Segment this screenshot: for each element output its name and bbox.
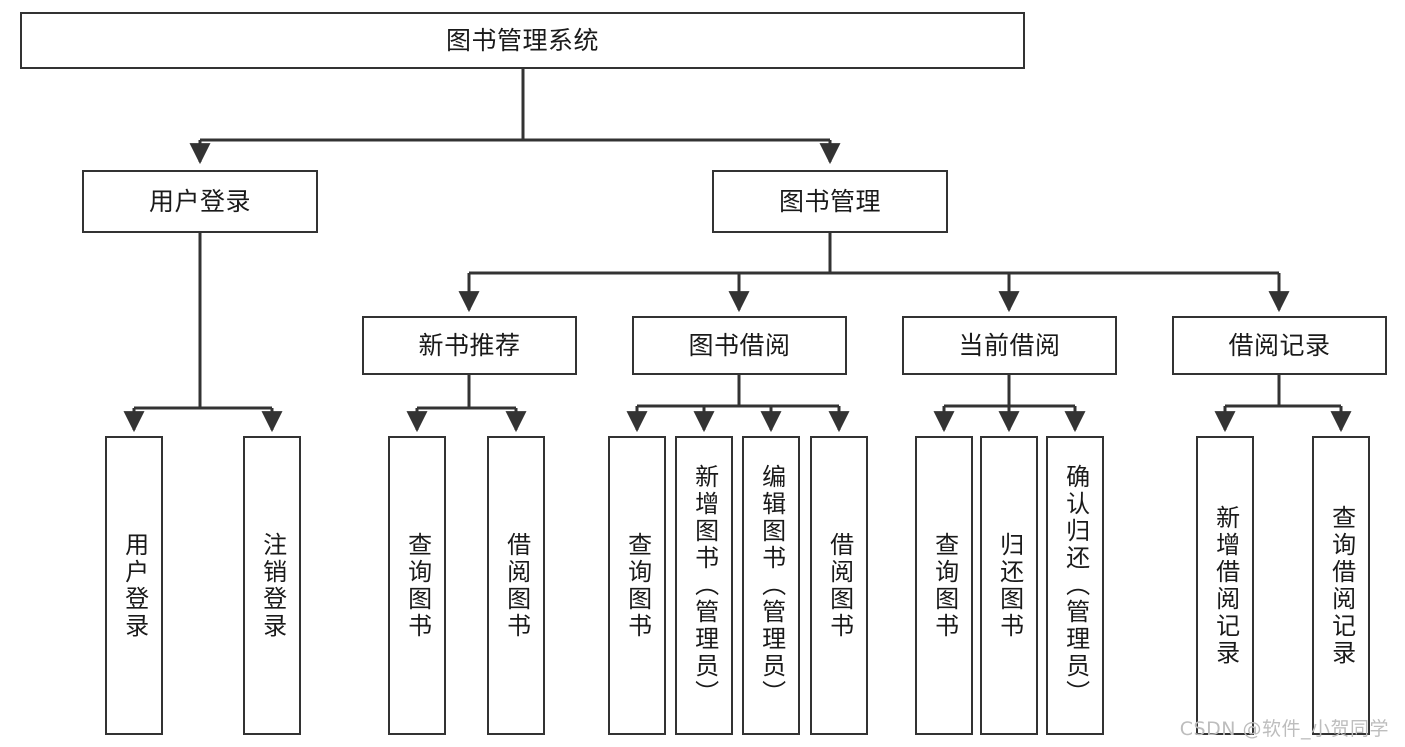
node-current-borrow[interactable]: 当前借阅 xyxy=(902,316,1117,375)
node-label: 归还图书 xyxy=(995,531,1024,640)
leaf-user-login-signout[interactable]: 注销登录 xyxy=(243,436,301,735)
leaf-new-book-borrow[interactable]: 借阅图书 xyxy=(487,436,545,735)
node-label: 编辑图书（管理员） xyxy=(757,464,786,707)
node-label: 查询借阅记录 xyxy=(1327,504,1356,667)
node-new-book-recommend[interactable]: 新书推荐 xyxy=(362,316,577,375)
leaf-current-borrow-return[interactable]: 归还图书 xyxy=(980,436,1038,735)
leaf-book-borrow-edit[interactable]: 编辑图书（管理员） xyxy=(742,436,800,735)
node-label: 图书借阅 xyxy=(688,330,791,360)
node-book-management[interactable]: 图书管理 xyxy=(712,170,948,233)
node-label: 当前借阅 xyxy=(958,330,1061,360)
node-borrow-record[interactable]: 借阅记录 xyxy=(1172,316,1387,375)
node-label: 借阅记录 xyxy=(1228,330,1331,360)
node-book-borrow[interactable]: 图书借阅 xyxy=(632,316,847,375)
node-root-system[interactable]: 图书管理系统 xyxy=(20,12,1025,69)
leaf-borrow-record-add[interactable]: 新增借阅记录 xyxy=(1196,436,1254,735)
node-user-login[interactable]: 用户登录 xyxy=(82,170,318,233)
node-label: 注销登录 xyxy=(258,531,287,640)
node-label: 查询图书 xyxy=(623,531,652,640)
leaf-new-book-query[interactable]: 查询图书 xyxy=(388,436,446,735)
node-label: 查询图书 xyxy=(930,531,959,640)
leaf-user-login-signin[interactable]: 用户登录 xyxy=(105,436,163,735)
node-label: 新增借阅记录 xyxy=(1211,504,1240,667)
node-label: 查询图书 xyxy=(403,531,432,640)
leaf-book-borrow-borrow[interactable]: 借阅图书 xyxy=(810,436,868,735)
leaf-current-borrow-query[interactable]: 查询图书 xyxy=(915,436,973,735)
node-label: 用户登录 xyxy=(120,531,149,640)
node-label: 借阅图书 xyxy=(502,531,531,640)
node-label: 新增图书（管理员） xyxy=(690,464,719,707)
node-label: 图书管理 xyxy=(778,186,881,216)
watermark: CSDN @软件_小贺同学 xyxy=(1179,718,1389,740)
node-label: 确认归还（管理员） xyxy=(1061,464,1090,707)
node-label: 用户登录 xyxy=(148,186,251,216)
leaf-book-borrow-add[interactable]: 新增图书（管理员） xyxy=(675,436,733,735)
leaf-borrow-record-query[interactable]: 查询借阅记录 xyxy=(1312,436,1370,735)
leaf-current-borrow-confirm-return[interactable]: 确认归还（管理员） xyxy=(1046,436,1104,735)
node-label: 新书推荐 xyxy=(418,330,521,360)
node-label: 图书管理系统 xyxy=(445,25,599,55)
leaf-book-borrow-query[interactable]: 查询图书 xyxy=(608,436,666,735)
node-label: 借阅图书 xyxy=(825,531,854,640)
